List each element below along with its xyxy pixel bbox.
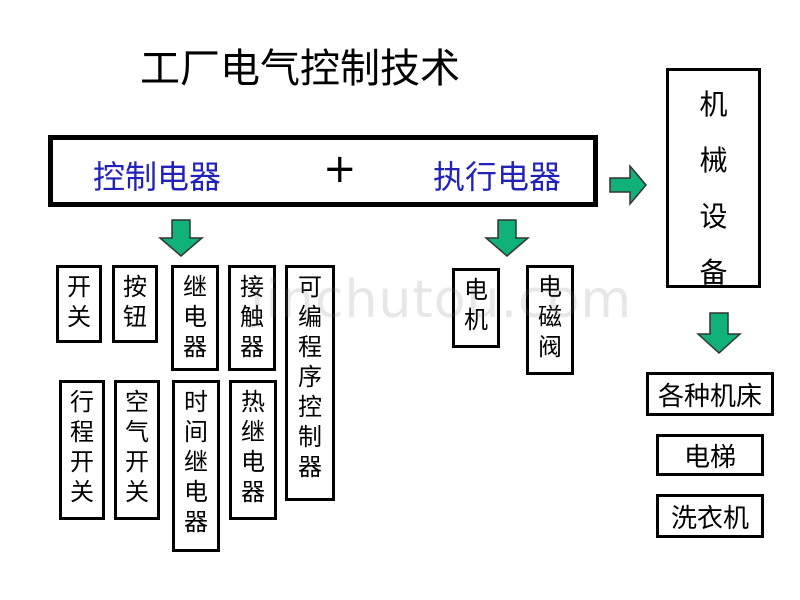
- device-time-relay: 时 间 继 电 器: [172, 380, 220, 552]
- device-travel-switch: 行 程 开 关: [59, 380, 105, 520]
- device-char: 按: [123, 273, 147, 301]
- actuator-char: 磁: [538, 303, 562, 331]
- device-char: 间: [184, 418, 208, 446]
- actuator-motor: 电 机: [452, 268, 500, 348]
- machinery-char: 械: [699, 144, 728, 177]
- machinery-box: 机 械 设 备: [666, 68, 761, 289]
- device-char: 接: [240, 273, 264, 301]
- device-char: 气: [125, 418, 149, 446]
- down-arrow-icon: [483, 219, 531, 257]
- device-char: 时: [184, 388, 208, 416]
- down-arrow-icon: [157, 219, 205, 257]
- device-char: 器: [184, 508, 208, 536]
- device-char: 继: [241, 418, 265, 446]
- device-char: 空: [125, 388, 149, 416]
- device-char: 程: [70, 418, 94, 446]
- device-char: 继: [184, 448, 208, 476]
- device-char: 开: [125, 448, 149, 476]
- device-thermal-relay: 热 继 电 器: [229, 380, 277, 520]
- device-char: 电: [241, 448, 265, 476]
- device-char: 行: [70, 388, 94, 416]
- down-arrow-icon: [696, 312, 742, 355]
- actuator-char: 阀: [538, 333, 562, 361]
- device-char: 器: [298, 453, 322, 481]
- device-contactor: 接 触 器: [228, 265, 276, 371]
- device-char: 开: [67, 273, 91, 301]
- device-char: 器: [183, 333, 207, 361]
- device-plc: 可 编 程 序 控 制 器: [285, 265, 335, 501]
- machinery-char: 设: [699, 200, 728, 233]
- example-machine-tools: 各种机床: [646, 372, 774, 416]
- control-devices-label: 控制电器: [93, 158, 222, 196]
- right-arrow-icon: [609, 163, 647, 207]
- device-char: 程: [298, 333, 322, 361]
- device-char: 器: [241, 478, 265, 506]
- device-char: 器: [240, 333, 264, 361]
- device-char: 编: [298, 303, 322, 331]
- page-title: 工厂电气控制技术: [140, 46, 460, 92]
- device-char: 制: [298, 423, 322, 451]
- device-char: 关: [67, 303, 91, 331]
- machinery-char: 备: [699, 256, 728, 289]
- device-char: 关: [70, 478, 94, 506]
- device-char: 热: [241, 388, 265, 416]
- actuators-label: 执行电器: [433, 158, 562, 196]
- actuator-solenoid-valve: 电 磁 阀: [526, 265, 574, 375]
- watermark: jinchutou.com: [250, 270, 633, 330]
- device-char: 控: [298, 393, 322, 421]
- example-elevator: 电梯: [656, 434, 764, 476]
- device-char: 继: [183, 273, 207, 301]
- device-char: 电: [184, 478, 208, 506]
- actuator-char: 机: [464, 306, 488, 334]
- device-char: 开: [70, 448, 94, 476]
- actuator-char: 电: [464, 276, 488, 304]
- plus-sign: +: [323, 146, 357, 192]
- device-air-switch: 空 气 开 关: [114, 380, 160, 520]
- device-char: 钮: [123, 303, 147, 331]
- device-relay: 继 电 器: [171, 265, 219, 371]
- example-washing-machine: 洗衣机: [656, 494, 764, 538]
- device-char: 触: [240, 303, 264, 331]
- device-char: 序: [298, 363, 322, 391]
- device-switch: 开 关: [56, 265, 102, 343]
- machinery-char: 机: [699, 88, 728, 121]
- device-char: 电: [183, 303, 207, 331]
- main-bar: 控制电器 + 执行电器: [48, 135, 598, 207]
- device-button: 按 钮: [112, 265, 158, 343]
- actuator-char: 电: [538, 273, 562, 301]
- device-char: 可: [298, 273, 322, 301]
- device-char: 关: [125, 478, 149, 506]
